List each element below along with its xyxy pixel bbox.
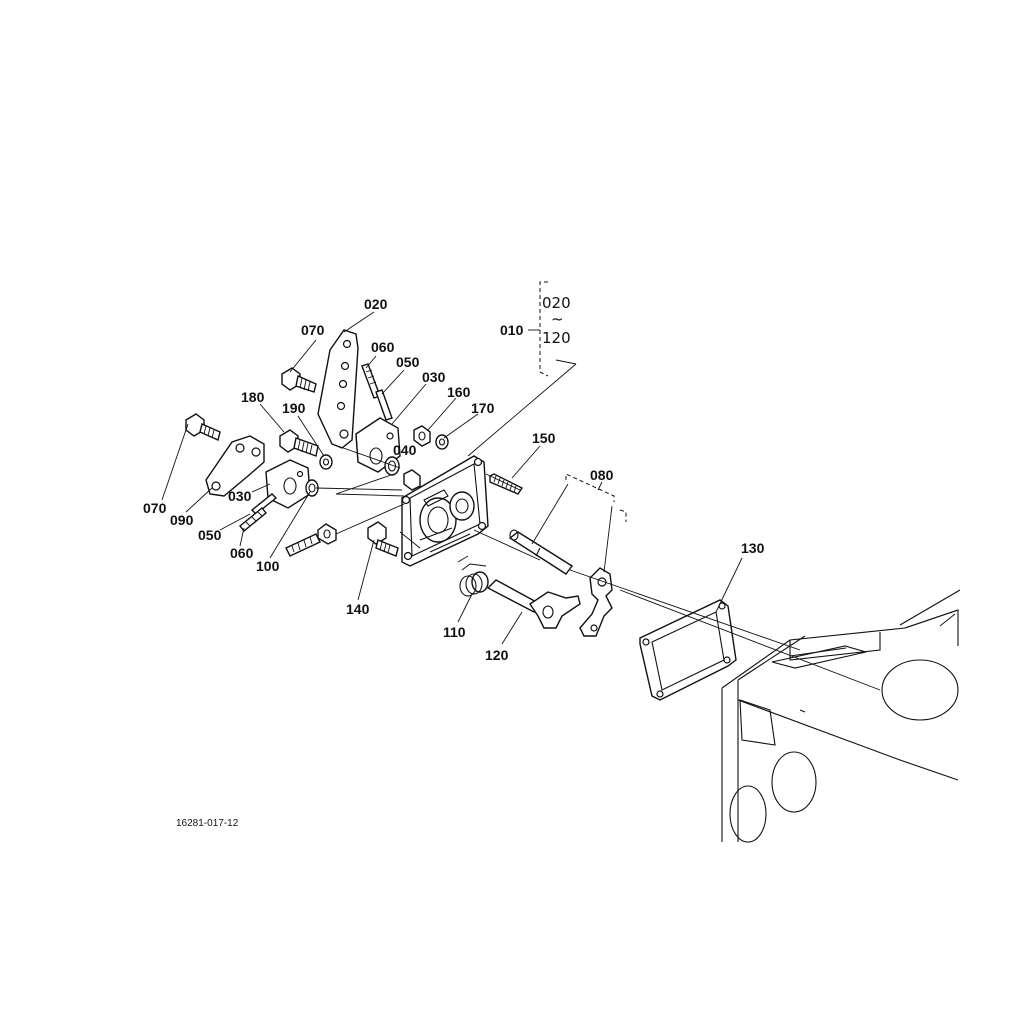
label-030-top: 030 — [422, 369, 446, 385]
fork-lever — [579, 567, 613, 637]
nut-160 — [413, 425, 431, 447]
label-190: 190 — [282, 400, 306, 416]
label-110: 110 — [443, 624, 466, 640]
bolt-top — [281, 367, 317, 393]
bolt-left — [185, 413, 221, 441]
label-070-left: 070 — [143, 500, 167, 516]
governor-shaft — [508, 529, 574, 575]
label-010: 010 — [500, 322, 524, 338]
stud-bolt-150 — [489, 473, 524, 495]
upper-lever — [317, 329, 359, 449]
governor-cover-plate — [401, 455, 489, 567]
o-ring-top — [384, 456, 400, 476]
label-090: 090 — [170, 512, 194, 528]
gasket — [639, 599, 737, 701]
label-080: 080 — [590, 467, 614, 483]
bolt-180 — [279, 429, 319, 457]
label-020: 020 — [364, 296, 388, 312]
label-180: 180 — [241, 389, 265, 405]
bolt-140 — [367, 521, 399, 557]
washer-170 — [435, 434, 449, 450]
label-060-left: 060 — [230, 545, 254, 561]
label-170: 170 — [471, 400, 495, 416]
label-040: 040 — [393, 442, 417, 458]
bracket-tilde: ~ — [551, 310, 564, 328]
label-060-top: 060 — [371, 339, 395, 355]
plate-nut — [403, 469, 421, 491]
drawing-code: 16281-017-12 — [176, 818, 239, 829]
washer-190 — [319, 454, 333, 470]
leader-lines — [161, 281, 881, 691]
adjusting-bolt — [285, 523, 337, 557]
label-150: 150 — [532, 430, 556, 446]
label-120: 120 — [485, 647, 509, 663]
engine-housing — [721, 589, 961, 843]
spring-pin-left — [239, 507, 267, 532]
label-160: 160 — [447, 384, 471, 400]
bracket-from: 020 — [542, 294, 571, 312]
left-lever-plate — [205, 435, 265, 497]
governor-lever-shaft — [486, 579, 581, 629]
label-030-left: 030 — [228, 488, 252, 504]
label-050-top: 050 — [396, 354, 420, 370]
label-140: 140 — [346, 601, 370, 617]
label-050-left: 050 — [198, 527, 222, 543]
spring — [459, 571, 489, 597]
bracket-010: 010 020 ~ 120 — [500, 294, 571, 347]
label-100: 100 — [256, 558, 280, 574]
pin-top — [375, 389, 393, 421]
label-130: 130 — [741, 540, 765, 556]
label-070-top: 070 — [301, 322, 325, 338]
bracket-to: 120 — [542, 329, 571, 347]
pin-left — [250, 493, 278, 515]
